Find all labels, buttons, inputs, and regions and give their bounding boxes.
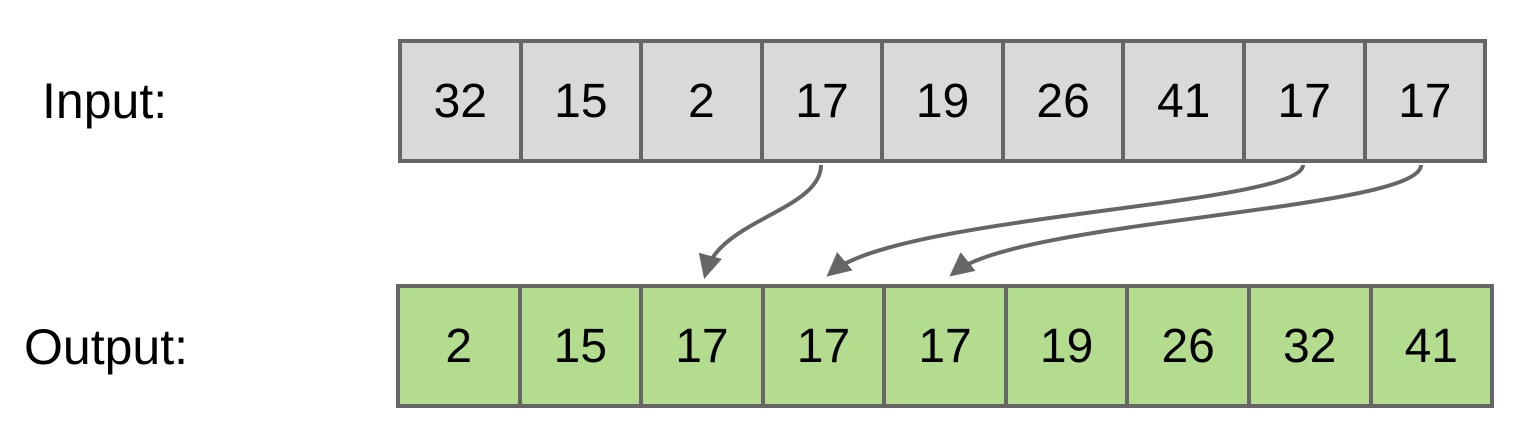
input-cell: 17 — [1362, 39, 1488, 163]
input-cell: 26 — [1000, 39, 1126, 163]
input-cell: 32 — [398, 39, 523, 163]
input-cell: 15 — [518, 39, 644, 163]
output-cell: 41 — [1368, 284, 1495, 408]
input-cell: 17 — [1241, 39, 1367, 163]
output-cell: 17 — [882, 284, 1008, 408]
input-cell: 41 — [1121, 39, 1246, 163]
input-label: Input: — [42, 73, 168, 129]
output-cell: 17 — [760, 284, 887, 408]
output-cell: 15 — [517, 284, 644, 408]
input-cell: 17 — [759, 39, 885, 163]
arrow-input7-to-output3 — [826, 164, 1305, 277]
output-cell: 32 — [1246, 284, 1373, 408]
input-cell: 2 — [639, 39, 764, 163]
output-label: Output: — [24, 319, 188, 375]
arrow-input3-to-output2 — [698, 164, 823, 279]
input-cell: 19 — [880, 39, 1005, 163]
output-cell: 17 — [639, 284, 765, 408]
output-array: 2 15 17 17 17 19 26 32 41 — [396, 284, 1495, 408]
output-cell: 19 — [1003, 284, 1130, 408]
output-cell: 2 — [396, 284, 522, 408]
input-array: 32 15 2 17 19 26 41 17 17 — [398, 39, 1488, 163]
output-cell: 26 — [1125, 284, 1251, 408]
arrow-input8-to-output4 — [949, 164, 1423, 277]
